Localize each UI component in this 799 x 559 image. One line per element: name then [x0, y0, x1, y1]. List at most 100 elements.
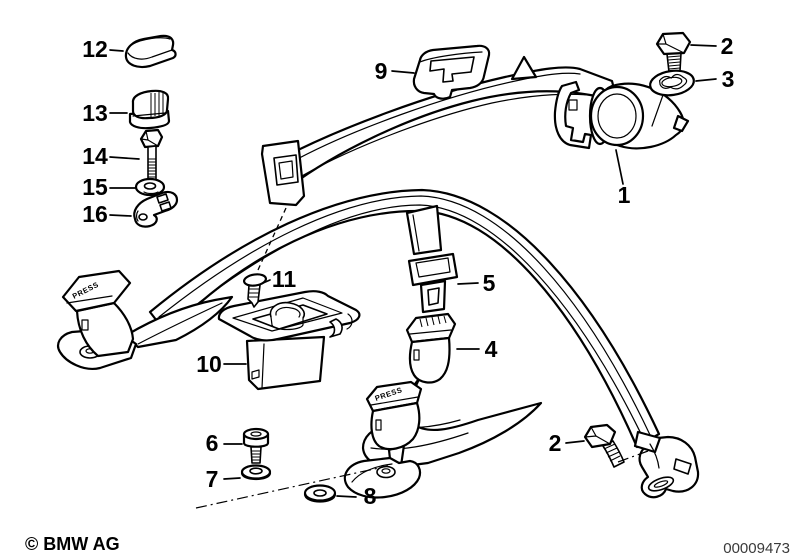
latch-belt-stub — [405, 204, 443, 256]
callout-9-label[interactable]: 9 — [375, 58, 388, 84]
part-7-washer — [240, 464, 272, 481]
part-11-clip — [242, 273, 268, 308]
callout-8: 8 — [336, 483, 377, 509]
buckle4-slot — [413, 349, 420, 361]
callout-10-label[interactable]: 10 — [196, 351, 222, 377]
callout-15-label[interactable]: 15 — [82, 174, 108, 200]
retractor-front-face — [589, 85, 645, 147]
callout-2-bottom-label[interactable]: 2 — [549, 430, 562, 456]
callout-2-top: 2 — [690, 33, 734, 59]
callout-16-label[interactable]: 16 — [82, 201, 108, 227]
part-1-retractor — [553, 80, 690, 150]
callout-2-bottom-leader — [565, 440, 585, 444]
callout-8-label[interactable]: 8 — [364, 483, 377, 509]
part-5-latch-plate — [405, 204, 459, 314]
clip-cap — [242, 273, 268, 287]
callout-5-leader — [457, 282, 479, 285]
part-8-washer — [303, 484, 337, 503]
lock-washer-body — [649, 69, 695, 97]
buckle-mid-body — [370, 401, 421, 451]
belt-anchor-fitting — [633, 430, 700, 499]
buckle-left-fan — [123, 295, 234, 349]
part-15-washer — [134, 177, 166, 197]
part-13-buffer — [128, 89, 171, 130]
guide-cover-slot — [429, 56, 475, 83]
part-14-bolt — [139, 128, 164, 182]
part-10-belt-outlet-tray — [217, 290, 361, 391]
retractor-bracket — [553, 80, 593, 150]
callout-3: 3 — [695, 66, 735, 92]
callout-10: 10 — [196, 351, 247, 377]
belt-fold-tab — [510, 55, 538, 81]
document-number: 00009473 — [723, 540, 790, 557]
screw-alignment-line — [195, 465, 389, 509]
callout-12-label[interactable]: 12 — [82, 36, 108, 62]
buckle4-body — [408, 336, 451, 384]
buckle4-cap-hatch — [419, 315, 447, 328]
callout-1: 1 — [615, 149, 631, 208]
bolt14-head — [139, 128, 164, 149]
tray-clip-right — [329, 318, 343, 338]
screw6-shaft — [250, 446, 262, 464]
part-2-bolt-bottom — [583, 423, 649, 468]
part-3-lock-washer — [649, 69, 695, 127]
washer15-hole — [143, 182, 157, 190]
callout-16: 16 — [82, 201, 132, 227]
callout-9: 9 — [375, 58, 415, 84]
part-6-screw — [242, 427, 270, 464]
callout-7-leader — [223, 477, 241, 480]
callout-11-label[interactable]: 11 — [272, 266, 297, 292]
upper-loop-slot — [273, 154, 299, 186]
anchor-slot — [673, 458, 692, 475]
callout-16-leader — [109, 214, 132, 217]
washer8-hole — [313, 489, 327, 497]
buckle-middle-assembly: PRESS — [343, 380, 423, 499]
tray-handle — [269, 301, 306, 319]
retractor-nose — [672, 114, 690, 133]
callout-3-label[interactable]: 3 — [722, 66, 735, 92]
plate16-body — [133, 190, 179, 228]
part-16-anchor-plate — [133, 190, 179, 228]
callout-12: 12 — [82, 36, 124, 62]
callout-6-label[interactable]: 6 — [206, 430, 219, 456]
callout-15: 15 — [82, 174, 137, 200]
callout-13-label[interactable]: 13 — [82, 100, 108, 126]
part-4-buckle — [405, 312, 457, 384]
callout-6: 6 — [206, 430, 243, 456]
callout-7-label[interactable]: 7 — [206, 466, 219, 492]
loop-to-clip-dashed-line — [257, 207, 287, 271]
callout-11-leader — [262, 279, 271, 284]
bolt14-threads — [148, 158, 156, 178]
callout-11: 11 — [262, 266, 297, 292]
anchor-belt-fold — [633, 430, 662, 454]
buffer-ribs — [150, 92, 164, 117]
callout-12-leader — [109, 49, 124, 52]
latch-tongue-hole — [427, 287, 440, 306]
buckle-left-slot — [81, 319, 89, 331]
bolt2-alignment-line — [617, 450, 649, 463]
callout-14-leader — [109, 156, 140, 160]
callout-8-leader — [336, 495, 357, 498]
callout-1-leader — [615, 149, 624, 185]
callout-4-label[interactable]: 4 — [485, 336, 498, 362]
belt-upper-loop — [260, 139, 306, 207]
part-12-cover-cap — [124, 34, 177, 69]
callout-5-label[interactable]: 5 — [483, 270, 496, 296]
callout-14-label[interactable]: 14 — [82, 143, 108, 169]
callout-14: 14 — [82, 143, 140, 169]
bolt14-shaft — [147, 145, 157, 182]
bolt2-bottom-threads — [603, 443, 621, 462]
part-9-belt-guide-cover — [412, 44, 491, 100]
callout-5: 5 — [457, 270, 496, 296]
buckle-mid-slot — [375, 419, 382, 431]
callout-4: 4 — [456, 336, 498, 362]
buckle-left-assembly: PRESS — [56, 269, 234, 370]
callout-9-leader — [391, 70, 415, 74]
callout-3-leader — [695, 78, 717, 82]
callout-1-label[interactable]: 1 — [618, 182, 631, 208]
callout-2-top-label[interactable]: 2 — [721, 33, 734, 59]
retractor-bracket-hole — [568, 99, 578, 111]
tray-body — [245, 335, 326, 391]
